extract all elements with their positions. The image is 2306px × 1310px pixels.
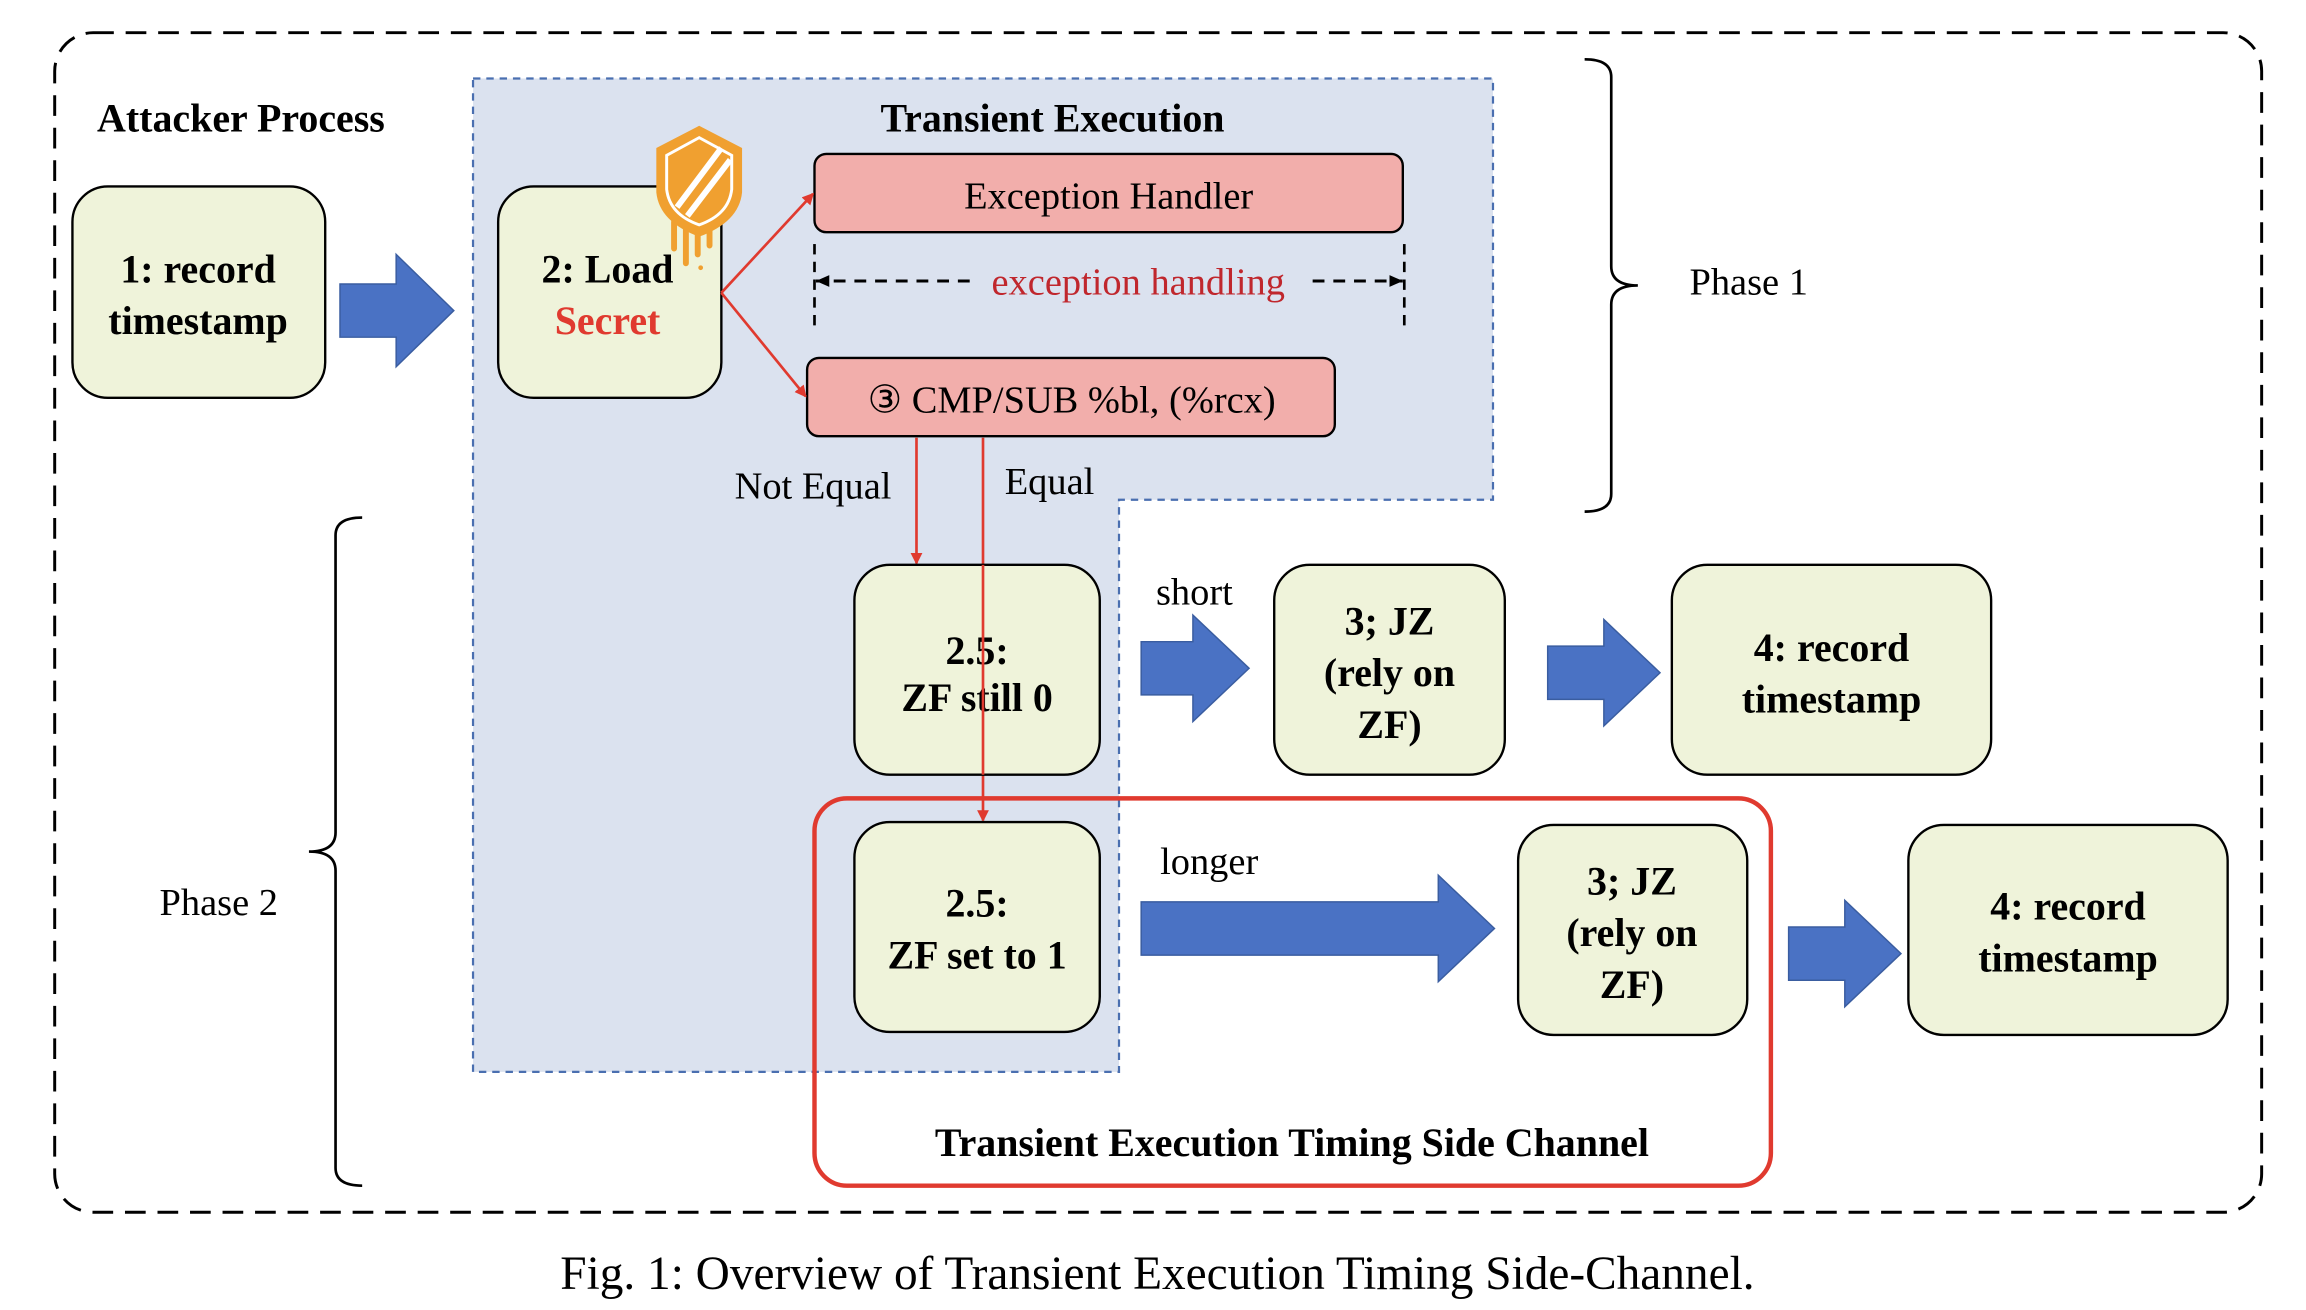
transient-execution-label: Transient Execution bbox=[880, 96, 1224, 141]
phase1-label: Phase 1 bbox=[1689, 261, 1807, 303]
svg-text:(rely on: (rely on bbox=[1324, 650, 1455, 695]
svg-text:Secret: Secret bbox=[555, 298, 661, 343]
arrow-right-icon bbox=[1140, 613, 1251, 724]
record-timestamp-box-long: 4: record timestamp bbox=[1907, 823, 2229, 1037]
attacker-process-label: Attacker Process bbox=[97, 96, 385, 141]
svg-text:timestamp: timestamp bbox=[1978, 935, 2158, 980]
arrow-right-icon bbox=[339, 252, 455, 369]
attacker-process-frame bbox=[53, 31, 2264, 1214]
exception-handler-box: Exception Handler bbox=[813, 152, 1404, 234]
jz-box-long: 3; JZ (rely on ZF) bbox=[1516, 823, 1749, 1037]
arrow-right-icon bbox=[1787, 898, 1903, 1009]
record-timestamp-box-short: 4: record timestamp bbox=[1670, 563, 1993, 776]
not-equal-label: Not Equal bbox=[735, 465, 892, 507]
svg-text:2.5:: 2.5: bbox=[945, 881, 1008, 926]
svg-text:4: record: 4: record bbox=[1990, 884, 2146, 929]
svg-text:3; JZ: 3; JZ bbox=[1587, 858, 1677, 903]
phase2-brace bbox=[308, 516, 363, 1188]
svg-text:4: record: 4: record bbox=[1754, 625, 1910, 670]
phase1-brace bbox=[1584, 57, 1638, 513]
equal-label: Equal bbox=[1005, 461, 1095, 503]
timing-side-channel-frame bbox=[812, 796, 1774, 1188]
svg-text:ZF): ZF) bbox=[1357, 702, 1421, 747]
arrow-to-cmp bbox=[720, 291, 807, 398]
svg-text:ZF set to 1: ZF set to 1 bbox=[888, 932, 1067, 977]
exception-handling-label: exception handling bbox=[992, 261, 1285, 303]
phase2-label: Phase 2 bbox=[160, 882, 278, 924]
svg-text:ZF still 0: ZF still 0 bbox=[901, 675, 1053, 720]
svg-text:ZF): ZF) bbox=[1600, 962, 1664, 1007]
load-secret-box: 2: Load Secret bbox=[496, 185, 723, 399]
zf-set-to-1-box: 2.5: ZF set to 1 bbox=[853, 820, 1101, 1034]
figure-caption: Fig. 1: Overview of Transient Execution … bbox=[560, 1248, 1754, 1300]
timing-side-channel-label: Transient Execution Timing Side Channel bbox=[935, 1120, 1649, 1165]
zf-still-0-box: 2.5: ZF still 0 bbox=[853, 563, 1101, 776]
arrow-right-icon bbox=[1546, 617, 1662, 728]
svg-text:(rely on: (rely on bbox=[1566, 910, 1697, 955]
arrow-right-long-icon bbox=[1140, 873, 1496, 984]
svg-text:Exception Handler: Exception Handler bbox=[964, 176, 1253, 218]
meltdown-logo-icon bbox=[656, 125, 743, 271]
svg-text:timestamp: timestamp bbox=[108, 298, 288, 343]
longer-label: longer bbox=[1160, 841, 1258, 883]
jz-box-short: 3; JZ (rely on ZF) bbox=[1273, 563, 1506, 776]
short-label: short bbox=[1156, 572, 1233, 614]
record-timestamp-box-1: 1: record timestamp bbox=[71, 185, 327, 399]
svg-text:1: record: 1: record bbox=[120, 246, 276, 291]
arrow-to-exception-handler bbox=[720, 192, 815, 294]
cmp-sub-box: ③ CMP/SUB %bl, (%rcx) bbox=[805, 356, 1337, 438]
svg-text:③ CMP/SUB %bl, (%rcx): ③ CMP/SUB %bl, (%rcx) bbox=[868, 380, 1276, 422]
svg-text:2.5:: 2.5: bbox=[945, 628, 1008, 673]
svg-text:timestamp: timestamp bbox=[1742, 677, 1922, 722]
svg-text:3; JZ: 3; JZ bbox=[1345, 598, 1435, 643]
svg-text:2: Load: 2: Load bbox=[542, 246, 674, 291]
